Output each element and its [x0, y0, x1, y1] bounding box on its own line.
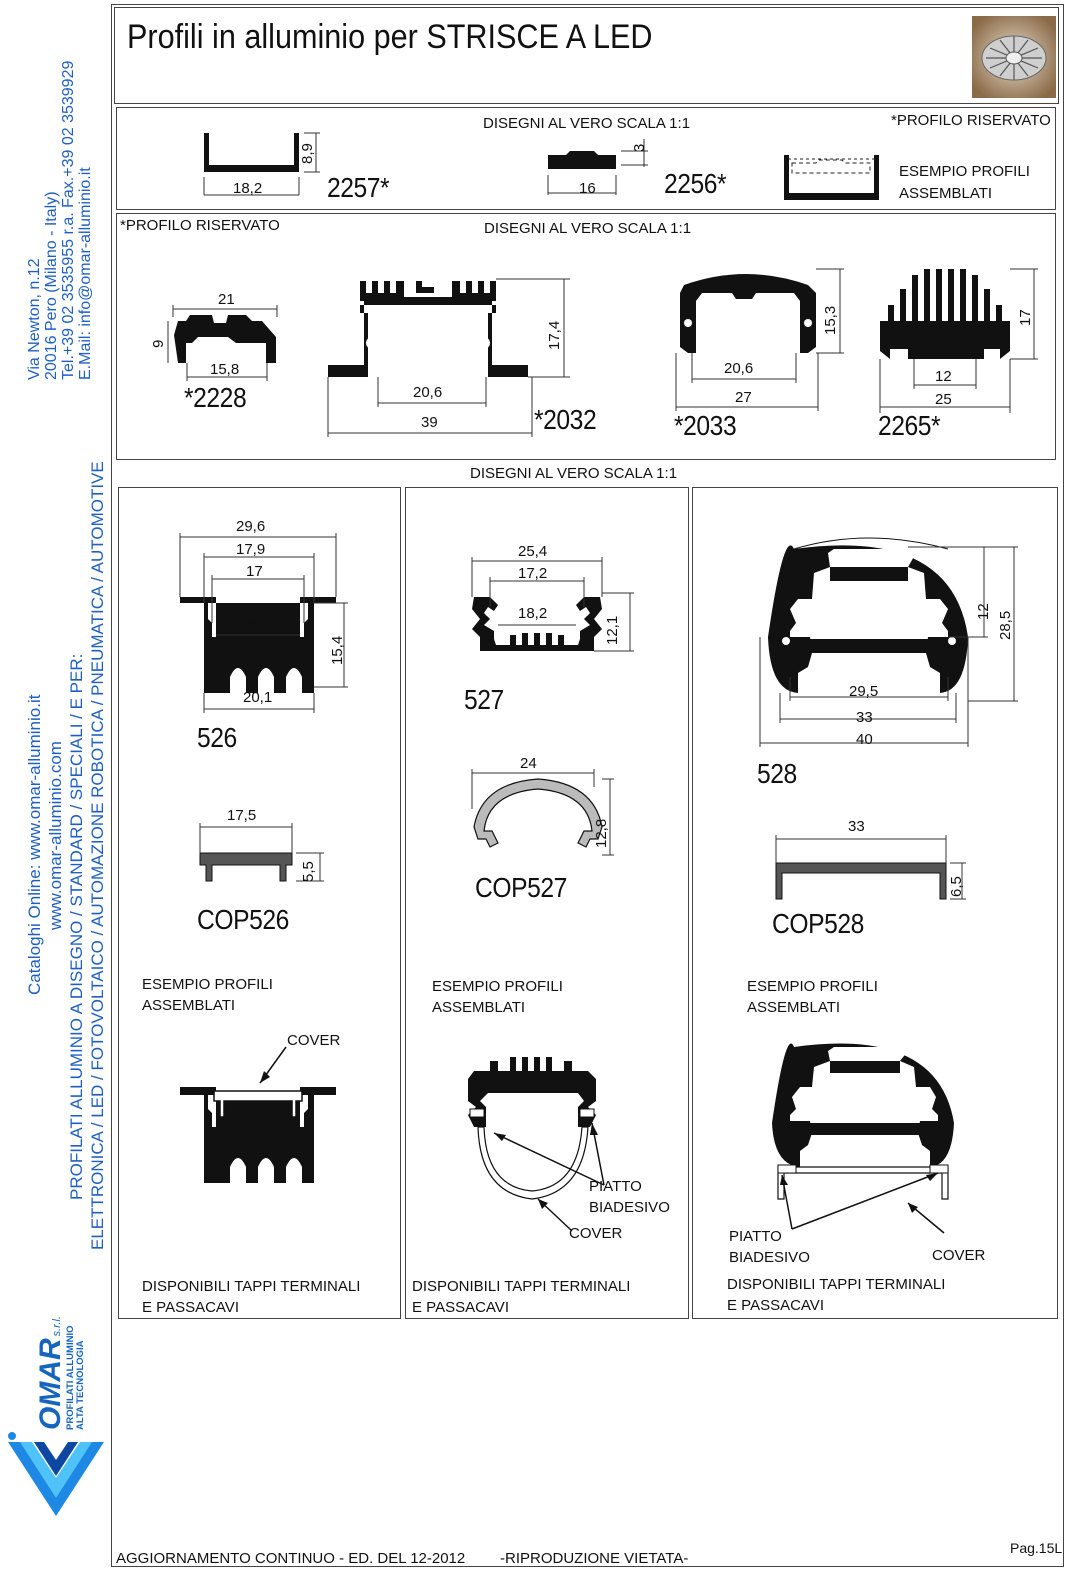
dim-2228-top: 21	[218, 291, 235, 308]
contact-city: 20016 Pero (Milano - Italy)	[43, 191, 60, 380]
page-frame	[111, 4, 1064, 1567]
dim-2256-width: 16	[579, 180, 596, 197]
dim-528-d2: 33	[856, 709, 873, 726]
profiles-526-527-528-drawing	[179, 533, 1018, 1234]
catalog-site-it: Cataloghi Online: www.omar-alluminio.it	[25, 694, 44, 995]
cover-label: COVER	[569, 1225, 623, 1242]
dim-2033-inner: 20,6	[724, 360, 754, 377]
dim-526-d3: 17	[246, 563, 263, 580]
dim-2033-height: 15,3	[822, 305, 839, 335]
catalog-block: Cataloghi Online: www.omar-alluminio.it …	[24, 461, 108, 1250]
scale-note: DISEGNI AL VERO SCALA 1:1	[483, 115, 691, 132]
logo-suffix: s.r.l.	[51, 1315, 63, 1337]
cover-label: COVER	[932, 1247, 986, 1264]
tape-label: PIATTO BIADESIVO	[729, 1228, 810, 1266]
contact-email: E.Mail: info@omar-alluminio.it	[77, 167, 94, 380]
dim-cop526-width: 17,5	[227, 807, 257, 824]
section-heatsink-profiles: *PROFILO RISERVATO DISEGNI AL VERO SCALA…	[116, 213, 1056, 460]
dim-2032-outer: 39	[421, 414, 438, 431]
code-cop528: COP528	[772, 908, 864, 939]
reserved-note: *PROFILO RISERVATO	[120, 217, 280, 234]
code-2256: 2256*	[664, 168, 727, 199]
dim-2257-width: 18,2	[233, 180, 263, 197]
code-cop526: COP526	[197, 904, 289, 935]
dim-cop526-height: 5,5	[300, 861, 317, 882]
scale-note: DISEGNI AL VERO SCALA 1:1	[470, 465, 678, 482]
code-2033: *2033	[674, 410, 737, 441]
dim-2256-height: 3	[631, 143, 648, 152]
contact-phone: Tel.+39 02 3535955 r.a. Fax.+39 02 35399…	[60, 60, 77, 380]
dim-2032-inner: 20,6	[413, 384, 443, 401]
logo-text: OMARs.r.l. PROFILATI ALLUMINIO ALTA TECN…	[34, 1315, 86, 1430]
dim-526-d2: 17,9	[236, 541, 266, 558]
assembled-note: ESEMPIO PROFILI ASSEMBLATI	[747, 978, 878, 1016]
dim-528-d3: 40	[856, 731, 873, 748]
assembled-note: ESEMPIO PROFILI ASSEMBLATI	[142, 976, 273, 1014]
dim-2265-outer: 25	[935, 391, 952, 408]
tape-label: PIATTO BIADESIVO	[589, 1178, 670, 1216]
column-528	[692, 487, 1058, 1319]
dim-2228-bottom: 15,8	[210, 361, 240, 378]
scale-note: DISEGNI AL VERO SCALA 1:1	[484, 220, 692, 237]
catalog-sectors: ELETTRONICA / LED / FOTOVOLTAICO / AUTOM…	[88, 461, 107, 1250]
column-527	[405, 487, 689, 1319]
header-box: Profili in alluminio per STRISCE A LED	[114, 7, 1059, 104]
page-title: Profili in alluminio per STRISCE A LED	[127, 18, 653, 56]
dim-2265-height: 17	[1017, 309, 1034, 326]
code-cop527: COP527	[475, 872, 567, 903]
catalog-services: PROFILATI ALLUMINIO A DISEGNO / STANDARD…	[67, 653, 86, 1200]
dim-527-height: 12,1	[604, 615, 621, 645]
dim-cop528-height: 6,5	[948, 876, 965, 897]
profiles-2257-2256-drawing	[203, 132, 879, 200]
section-small-profiles: DISEGNI AL VERO SCALA 1:1 *PROFILO RISER…	[116, 107, 1056, 210]
dim-2257-height: 8,9	[299, 143, 316, 164]
code-2228: *2228	[184, 382, 247, 413]
dim-cop528-width: 33	[848, 818, 865, 835]
caps-note: DISPONIBILI TAPPI TERMINALI E PASSACAVI	[142, 1278, 361, 1316]
caps-note: DISPONIBILI TAPPI TERMINALI E PASSACAVI	[412, 1278, 631, 1316]
contact-address: Via Newton, n.12	[26, 258, 43, 380]
logo-mark-icon	[8, 1432, 104, 1516]
code-2265: 2265*	[878, 410, 941, 441]
dim-527-d3: 18,2	[518, 605, 548, 622]
dim-527-d2: 17,2	[518, 565, 548, 582]
dim-cop527-width: 24	[520, 755, 537, 772]
profiles-2228-2032-2033-2265-drawing	[167, 268, 1038, 437]
code-526: 526	[197, 722, 237, 753]
catalog-site-com: www.omar-alluminio.com	[46, 741, 65, 930]
code-527: 527	[464, 684, 504, 715]
dim-526-height: 15,4	[329, 635, 346, 665]
cover-label: COVER	[287, 1032, 341, 1049]
assembled-note: ESEMPIO PROFILI ASSEMBLATI	[432, 978, 563, 1016]
code-2032: *2032	[534, 404, 597, 435]
heatsink-photo-icon	[972, 16, 1056, 98]
dim-526-d1: 29,6	[236, 518, 266, 535]
caps-note: DISPONIBILI TAPPI TERMINALI E PASSACAVI	[727, 1276, 946, 1314]
logo-brand: OMAR	[34, 1338, 67, 1430]
page-number: Pag.15L	[1010, 1540, 1063, 1556]
code-2257: 2257*	[327, 172, 390, 203]
dim-2033-outer: 27	[735, 389, 752, 406]
footer-copyright: -RIPRODUZIONE VIETATA-	[500, 1550, 689, 1567]
assembled-note: ESEMPIO PROFILI ASSEMBLATI	[899, 163, 1030, 202]
footer-edition: AGGIORNAMENTO CONTINUO - ED. DEL 12-2012	[116, 1550, 466, 1567]
dim-2265-inner: 12	[935, 368, 952, 385]
dim-528-d1: 29,5	[849, 683, 879, 700]
logo-tagline-2: ALTA TECNOLOGIA	[75, 1340, 86, 1430]
contact-block: Via Newton, n.12 20016 Pero (Milano - It…	[26, 61, 94, 380]
reserved-note: *PROFILO RISERVATO	[891, 112, 1051, 129]
company-logo: OMARs.r.l. PROFILATI ALLUMINIO ALTA TECN…	[6, 1290, 110, 1520]
dim-527-d1: 25,4	[518, 543, 548, 560]
column-526	[118, 487, 401, 1319]
code-528: 528	[757, 758, 797, 789]
dim-cop527-height: 12,8	[593, 818, 610, 848]
dim-526-d5: 20,1	[243, 689, 273, 706]
dim-2228-height: 9	[150, 339, 167, 348]
dim-2032-height: 17,4	[546, 320, 563, 350]
dim-528-h2: 28,5	[997, 610, 1014, 640]
dim-526-d4: 14,5	[240, 616, 270, 633]
dim-528-h1: 12	[975, 603, 992, 620]
